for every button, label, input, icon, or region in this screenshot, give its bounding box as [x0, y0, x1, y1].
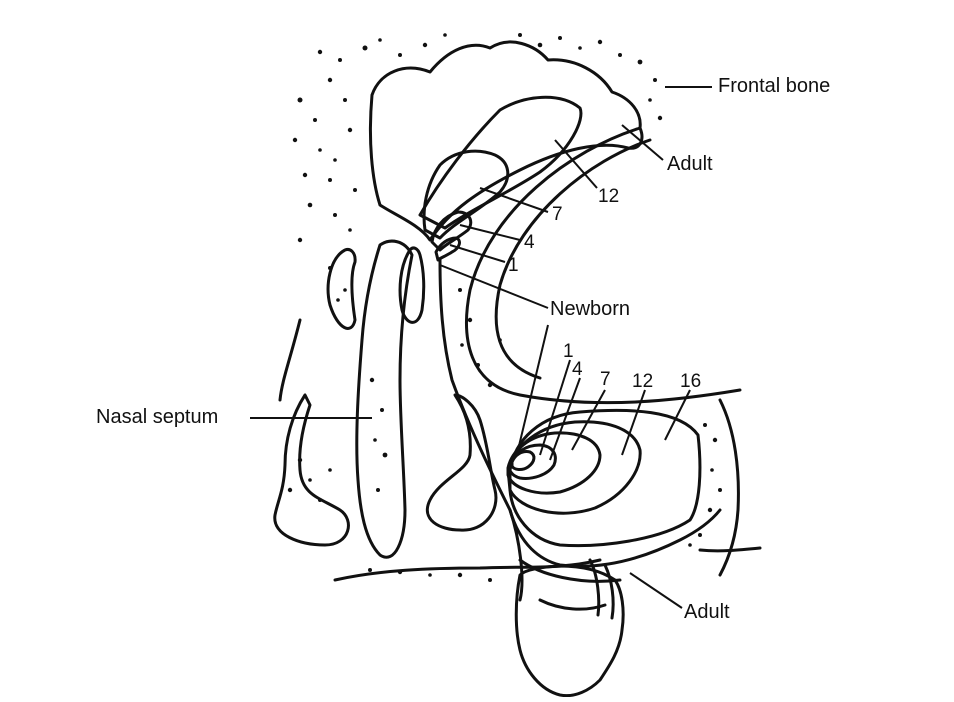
label-age-12-maxillary: 12 — [632, 372, 653, 391]
label-newborn: Newborn — [550, 299, 630, 319]
tooth — [516, 566, 623, 696]
frontal-sinus-adult-outline — [370, 42, 641, 240]
left-middle-turbinate — [328, 250, 355, 329]
label-frontal-bone: Frontal bone — [718, 76, 830, 96]
maxillary-sinus-16 — [510, 410, 700, 545]
label-age-12-frontal: 12 — [598, 187, 619, 206]
label-adult-frontal: Adult — [667, 154, 713, 174]
label-adult-maxillary: Adult — [684, 602, 730, 622]
frontal-sinus-1 — [436, 238, 459, 260]
label-age-4-maxillary: 4 — [572, 360, 583, 379]
nasal-septum — [357, 241, 412, 557]
lateral-nasal-wall — [440, 260, 522, 600]
label-age-7-maxillary: 7 — [600, 370, 611, 389]
label-age-1-frontal: 1 — [508, 256, 519, 275]
label-nasal-septum: Nasal septum — [96, 407, 218, 427]
leader-lines — [250, 87, 712, 608]
left-lateral-wall — [280, 320, 300, 400]
label-age-4-frontal: 4 — [524, 233, 535, 252]
label-age-7-frontal: 7 — [552, 205, 563, 224]
label-age-16-maxillary: 16 — [680, 372, 701, 391]
